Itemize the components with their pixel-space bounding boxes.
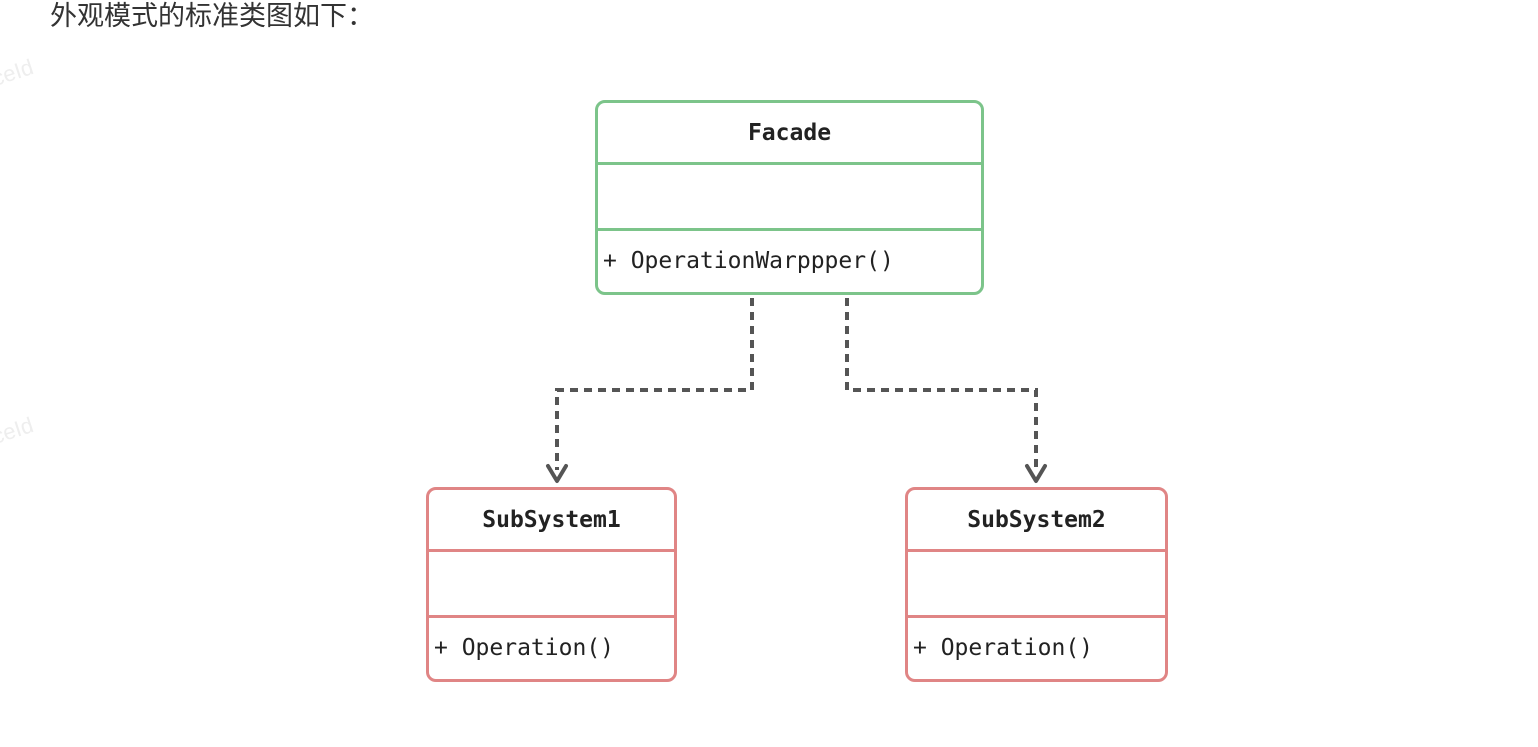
subsystem1-class[interactable]: SubSystem1 + Operation() xyxy=(426,487,677,682)
class-name: SubSystem2 xyxy=(908,490,1165,552)
class-name: Facade xyxy=(598,103,981,165)
intro-text: 外观模式的标准类图如下： xyxy=(50,1,374,32)
attributes-section xyxy=(908,552,1165,618)
operation: + Operation() xyxy=(913,635,1094,661)
class-name: SubSystem1 xyxy=(429,490,674,552)
operation: + Operation() xyxy=(434,635,615,661)
subsystem2-class[interactable]: SubSystem2 + Operation() xyxy=(905,487,1168,682)
dependency-line-subsystem2 xyxy=(845,298,1038,470)
dependency-line-subsystem1 xyxy=(555,298,754,470)
arrowhead-subsystem1 xyxy=(546,464,568,483)
attributes-section xyxy=(429,552,674,618)
arrowhead-subsystem2 xyxy=(1025,464,1047,483)
operation: + OperationWarppper() xyxy=(603,248,894,274)
attributes-section xyxy=(598,165,981,231)
facade-class[interactable]: Facade + OperationWarppper() xyxy=(595,100,984,295)
